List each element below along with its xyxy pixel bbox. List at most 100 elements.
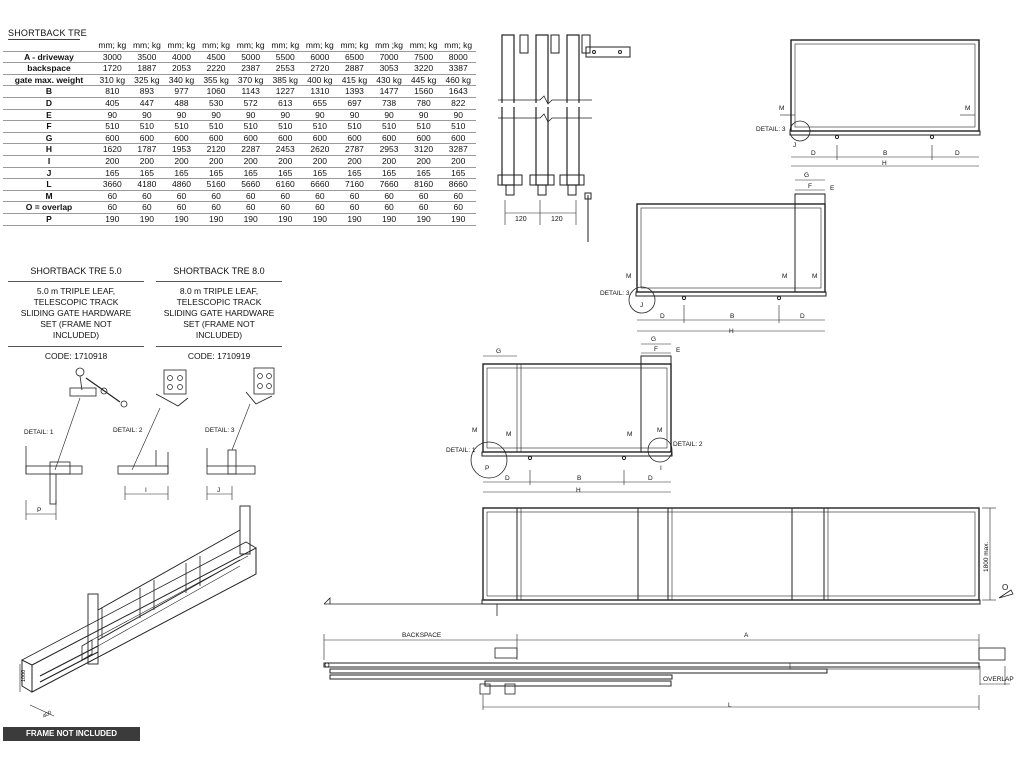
table-cell: 2620: [302, 143, 338, 156]
table-cell: 190: [198, 213, 234, 226]
row-label: D: [3, 97, 95, 110]
variant-description: 5.0 m TRIPLE LEAF, TELESCOPIC TRACK SLID…: [20, 286, 132, 340]
detail-2-label: DETAIL: 2: [113, 427, 143, 434]
table-cell: 60: [337, 190, 372, 203]
table-corner: [3, 40, 95, 52]
table-cell: 60: [406, 190, 441, 203]
dim-A: A: [744, 632, 749, 639]
table-cell: 3220: [406, 62, 441, 75]
table-cell: 600: [371, 132, 407, 145]
table-cell: 60: [198, 190, 234, 203]
table-cell: 90: [440, 109, 476, 122]
table-cell: 600: [337, 132, 372, 145]
table-cell: 60: [129, 201, 165, 214]
table-cell: 165: [440, 167, 476, 180]
row-label: gate max. weight: [3, 74, 95, 87]
table-cell: 1560: [406, 85, 441, 98]
table-cell: 7500: [406, 51, 441, 64]
table-cell: 60: [440, 190, 476, 203]
table-cell: 60: [267, 201, 303, 214]
table-cell: 200: [371, 155, 407, 168]
table-cell: 3000: [95, 51, 130, 64]
table-cell: 488: [164, 97, 199, 110]
table-cell: 60: [233, 190, 268, 203]
table-cell: 190: [267, 213, 303, 226]
detail-1-label: DETAIL: 1: [446, 447, 476, 454]
table-cell: 190: [302, 213, 338, 226]
height-label: 1800 max.: [983, 541, 990, 572]
dim-G: G: [496, 348, 501, 355]
hardware-detail-1: DETAIL: 1 P: [24, 367, 128, 520]
detail-3-label: DETAIL: 3: [600, 290, 630, 297]
dim-P: P: [37, 507, 41, 514]
table-column-header: mm; kg: [267, 40, 303, 52]
table-cell: 1953: [164, 143, 199, 156]
variant-rule: [156, 281, 282, 282]
dim-F: F: [808, 183, 812, 190]
table-column-header: mm; kg: [302, 40, 338, 52]
row-label: P: [3, 213, 95, 226]
table-cell: 60: [267, 190, 303, 203]
table-cell: 6500: [337, 51, 372, 64]
table-cell: 60: [337, 201, 372, 214]
variant-code: CODE: 1710918: [44, 351, 108, 361]
table-cell: 1477: [371, 85, 407, 98]
row-label: L: [3, 178, 95, 191]
overlap-label: OVERLAP: [983, 676, 1014, 683]
table-cell: 977: [164, 85, 199, 98]
table-cell: 90: [95, 109, 130, 122]
table-cell: 165: [371, 167, 407, 180]
table-cell: 3500: [129, 51, 165, 64]
row-label: M: [3, 190, 95, 203]
dim-M: M: [812, 273, 817, 280]
table-cell: 165: [337, 167, 372, 180]
dim-120-right: 120: [551, 216, 563, 223]
table-cell: 310 kg: [95, 74, 130, 87]
table-cell: 90: [129, 109, 165, 122]
table-cell: 600: [233, 132, 268, 145]
dim-M: M: [965, 105, 970, 112]
dim-M: M: [506, 431, 511, 438]
table-cell: 510: [302, 120, 338, 133]
table-cell: 510: [371, 120, 407, 133]
table-column-header: mm; kg: [95, 40, 130, 52]
detail-3-label: DETAIL: 3: [756, 126, 786, 133]
table-cell: 340 kg: [164, 74, 199, 87]
dim-O: O: [1002, 583, 1008, 592]
table-cell: 600: [406, 132, 441, 145]
table-cell: 60: [95, 201, 130, 214]
table-cell: 2887: [337, 62, 372, 75]
table-cell: 60: [302, 190, 338, 203]
table-cell: 2787: [337, 143, 372, 156]
row-label: H: [3, 143, 95, 156]
table-cell: 7660: [371, 178, 407, 191]
table-cell: 600: [267, 132, 303, 145]
table-cell: 613: [267, 97, 303, 110]
variant-block-5: SHORTBACK TRE 5.0 5.0 m TRIPLE LEAF, TEL…: [8, 266, 144, 362]
table-cell: 90: [371, 109, 407, 122]
table-cell: 415 kg: [337, 74, 372, 87]
table-column-header: mm; kg: [164, 40, 199, 52]
table-cell: 5500: [267, 51, 303, 64]
table-cell: 190: [164, 213, 199, 226]
table-cell: 200: [198, 155, 234, 168]
gate-diagram-three-leaf: G G F E M M M M DETAIL: 1 DETAIL: 2 P I …: [446, 336, 703, 494]
table-cell: 1143: [233, 85, 268, 98]
table-cell: 4000: [164, 51, 199, 64]
row-label: backspace: [3, 62, 95, 75]
table-cell: 3053: [371, 62, 407, 75]
table-cell: 370 kg: [233, 74, 268, 87]
table-cell: 405: [95, 97, 130, 110]
table-cell: 6000: [302, 51, 338, 64]
table-cell: 190: [440, 213, 476, 226]
table-cell: 600: [302, 132, 338, 145]
table-cell: 165: [267, 167, 303, 180]
